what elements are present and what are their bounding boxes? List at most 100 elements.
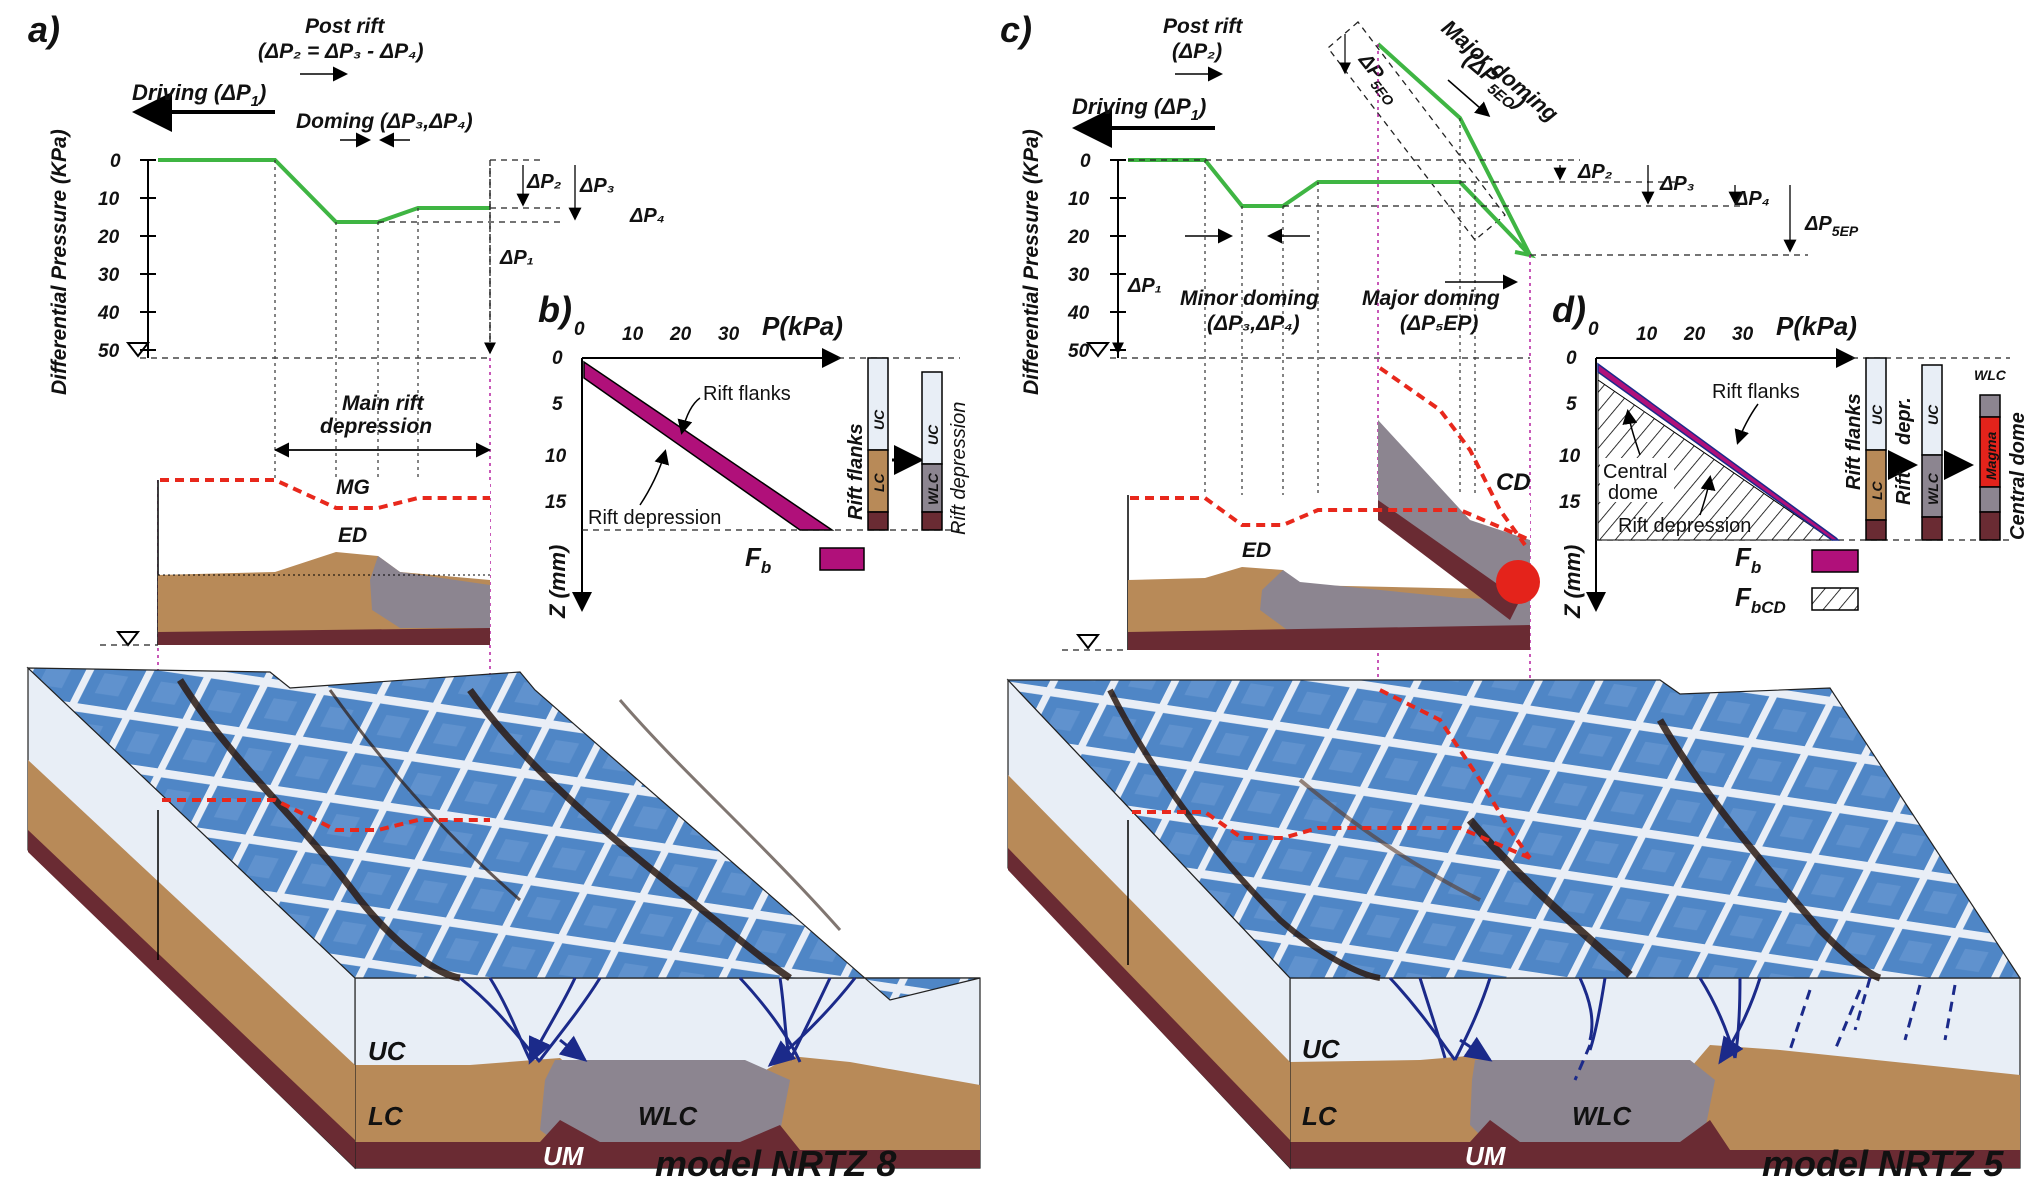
panel-c-major-doming: Major doming [1362, 287, 1500, 310]
panel-b-ytick-15: 15 [545, 492, 567, 513]
panel-a-letter: a) [28, 9, 60, 50]
panel-c-dp4: ΔP₄ [1734, 188, 1770, 210]
panel-c-water-table-icon [1085, 342, 1111, 358]
panel-a-pressure-curve [158, 158, 490, 224]
panel-c-tick-30: 30 [1068, 265, 1090, 286]
panel-a-wlc-label: WLC [638, 1101, 698, 1131]
panel-b-col-rift-depression: Rift depression [948, 402, 970, 535]
panel-b-xtick-20: 20 [669, 324, 692, 345]
panel-c-uc-label: UC [1302, 1034, 1341, 1064]
panel-a-driving-label: Driving (ΔP1) [132, 80, 266, 110]
panel-b-col2-wlc: WLC [925, 472, 941, 505]
panel-d-col-lc: LC [1869, 480, 1885, 500]
panel-c-ed-label: ED [1242, 539, 1271, 562]
panel-d-ytick-5: 5 [1566, 394, 1577, 415]
panel-d-col2-wlc: WLC [1925, 472, 1941, 505]
panel-c-pressure-curve [1128, 158, 1532, 257]
panel-a-post-rift-formula: (ΔP₂ = ΔP₃ - ΔP₄) [258, 40, 423, 63]
panel-a: a) Differential Pressure (KPa) 0 10 20 3… [26, 9, 981, 1181]
panel-a-dp3: ΔP₃ [579, 175, 615, 197]
panel-d-col2-uc: UC [1925, 404, 1941, 425]
panel-a-uc-label: UC [368, 1036, 407, 1066]
panel-a-main-rift-label-2: depression [320, 415, 432, 438]
panel-a-tick-20: 20 [97, 227, 120, 248]
panel-a-cross-section: MG ED [157, 476, 490, 645]
panel-a-tick-30: 30 [98, 265, 120, 286]
panel-d-fbcd-swatch [1811, 587, 1859, 611]
panel-a-dp1: ΔP₁ [499, 247, 534, 269]
panel-c-um-label: UM [1465, 1141, 1507, 1171]
panel-a-y-ticks: 0 10 20 30 40 50 [97, 151, 156, 362]
panel-b-x-axis-label: P(kPa) [762, 311, 843, 341]
panel-c-tick-0: 0 [1080, 151, 1091, 172]
panel-a-water-table-icon-lower [115, 631, 141, 647]
panel-a-tick-50: 50 [98, 341, 120, 362]
panel-b-ytick-0: 0 [552, 348, 563, 369]
panel-c-y-axis-label: Differential Pressure (KPa) [1020, 129, 1043, 395]
panel-b-xtick-0: 0 [574, 319, 585, 340]
panel-b-col-lc: LC [871, 472, 887, 492]
panel-d-fb-label: Fb [1735, 542, 1761, 577]
panel-b-columns: UC LC UC WLC Rift flanks Rift depression [845, 357, 970, 535]
panel-c-dp1: ΔP₁ [1127, 275, 1162, 297]
panel-c-water-table-icon-lower [1075, 634, 1101, 650]
panel-a-lc-label: LC [368, 1101, 404, 1131]
panel-b-col-uc: UC [871, 409, 887, 430]
panel-b-ytick-10: 10 [545, 446, 567, 467]
panel-d-ytick-15: 15 [1559, 492, 1581, 513]
panel-a-dp4: ΔP₄ [629, 205, 665, 227]
panel-d-x-axis-label: P(kPa) [1776, 311, 1857, 341]
panel-a-main-rift-label-1: Main rift [342, 392, 425, 415]
panel-b-col-rift-flanks: Rift flanks [845, 423, 867, 520]
panel-a-ed-label: ED [338, 524, 367, 547]
panel-a-tick-0: 0 [110, 151, 121, 172]
panel-b: b) 0 10 20 30 P(kPa) 0 5 10 15 Z (mm) Ri… [538, 289, 970, 619]
panel-a-mg-label: MG [336, 476, 370, 499]
panel-d-rift-depression: Rift depression [1618, 515, 1751, 537]
panel-d-col-central-dome: Central dome [2007, 412, 2029, 540]
panel-a-y-axis-label: Differential Pressure (KPa) [48, 129, 71, 395]
panel-c-tick-20: 20 [1067, 227, 1090, 248]
panel-c-dp5ep: ΔP5EP [1804, 213, 1859, 239]
panel-d-col-rift-depr-1: Rift [1893, 470, 1915, 505]
panel-a-doming-label: Doming (ΔP₃,ΔP₄) [296, 110, 473, 133]
panel-d-xtick-30: 30 [1732, 324, 1754, 345]
panel-c-cross-section: ED CD [1127, 366, 1540, 650]
panel-c-cd-label: CD [1496, 469, 1531, 496]
panel-a-water-table-icon [125, 342, 151, 358]
panel-c-dp5eo: ΔP5EO [1350, 49, 1405, 109]
panel-d-central-dome-2: dome [1608, 482, 1658, 504]
panel-d-letter: d) [1552, 289, 1586, 330]
panel-b-rift-flanks: Rift flanks [703, 383, 791, 405]
panel-b-fb-label: Fb [745, 542, 771, 577]
panel-c-minor-doming: Minor doming [1180, 287, 1319, 310]
panel-c-driving-label: Driving (ΔP1) [1072, 94, 1206, 124]
panel-c-minor-doming-formula: (ΔP₃,ΔP₄) [1207, 312, 1300, 335]
panel-a-um-label: UM [543, 1141, 585, 1171]
panel-d-col-rift-depr-2: depr. [1893, 397, 1915, 445]
panel-d-xtick-10: 10 [1636, 324, 1658, 345]
panel-c-tick-50: 50 [1068, 341, 1090, 362]
panel-b-xtick-30: 30 [718, 324, 740, 345]
panel-a-dp2: ΔP₂ [526, 171, 562, 193]
panel-d-rift-flanks: Rift flanks [1712, 381, 1800, 403]
panel-c: c) Differential Pressure (KPa) 0 10 20 3… [1000, 9, 2022, 1181]
panel-d-columns: UC LC Rift flanks UC WLC Rift depr. WLC … [1843, 357, 2029, 541]
panel-b-col2-uc: UC [925, 424, 941, 445]
panel-c-y-ticks: 0 10 20 30 40 50 [1067, 151, 1126, 362]
panel-b-fb-swatch [819, 547, 865, 571]
panel-b-y-axis-label: Z (mm) [545, 545, 570, 619]
panel-d-xtick-20: 20 [1683, 324, 1706, 345]
panel-d-col-rift-flanks: Rift flanks [1843, 393, 1865, 490]
panel-d-central-dome-1: Central [1603, 461, 1667, 483]
panel-b-xtick-10: 10 [622, 324, 644, 345]
panel-d-ytick-10: 10 [1559, 446, 1581, 467]
panel-c-wlc-label: WLC [1572, 1101, 1632, 1131]
panel-d-fbcd-label: FbCD [1735, 582, 1786, 617]
panel-b-fb-band [583, 360, 835, 531]
panel-a-tick-40: 40 [97, 303, 120, 324]
panel-c-dp3: ΔP₃ [1659, 173, 1695, 195]
panel-a-tick-10: 10 [98, 189, 120, 210]
panel-c-dp2: ΔP₂ [1577, 161, 1613, 183]
panel-d-y-axis-label: Z (mm) [1560, 545, 1585, 619]
